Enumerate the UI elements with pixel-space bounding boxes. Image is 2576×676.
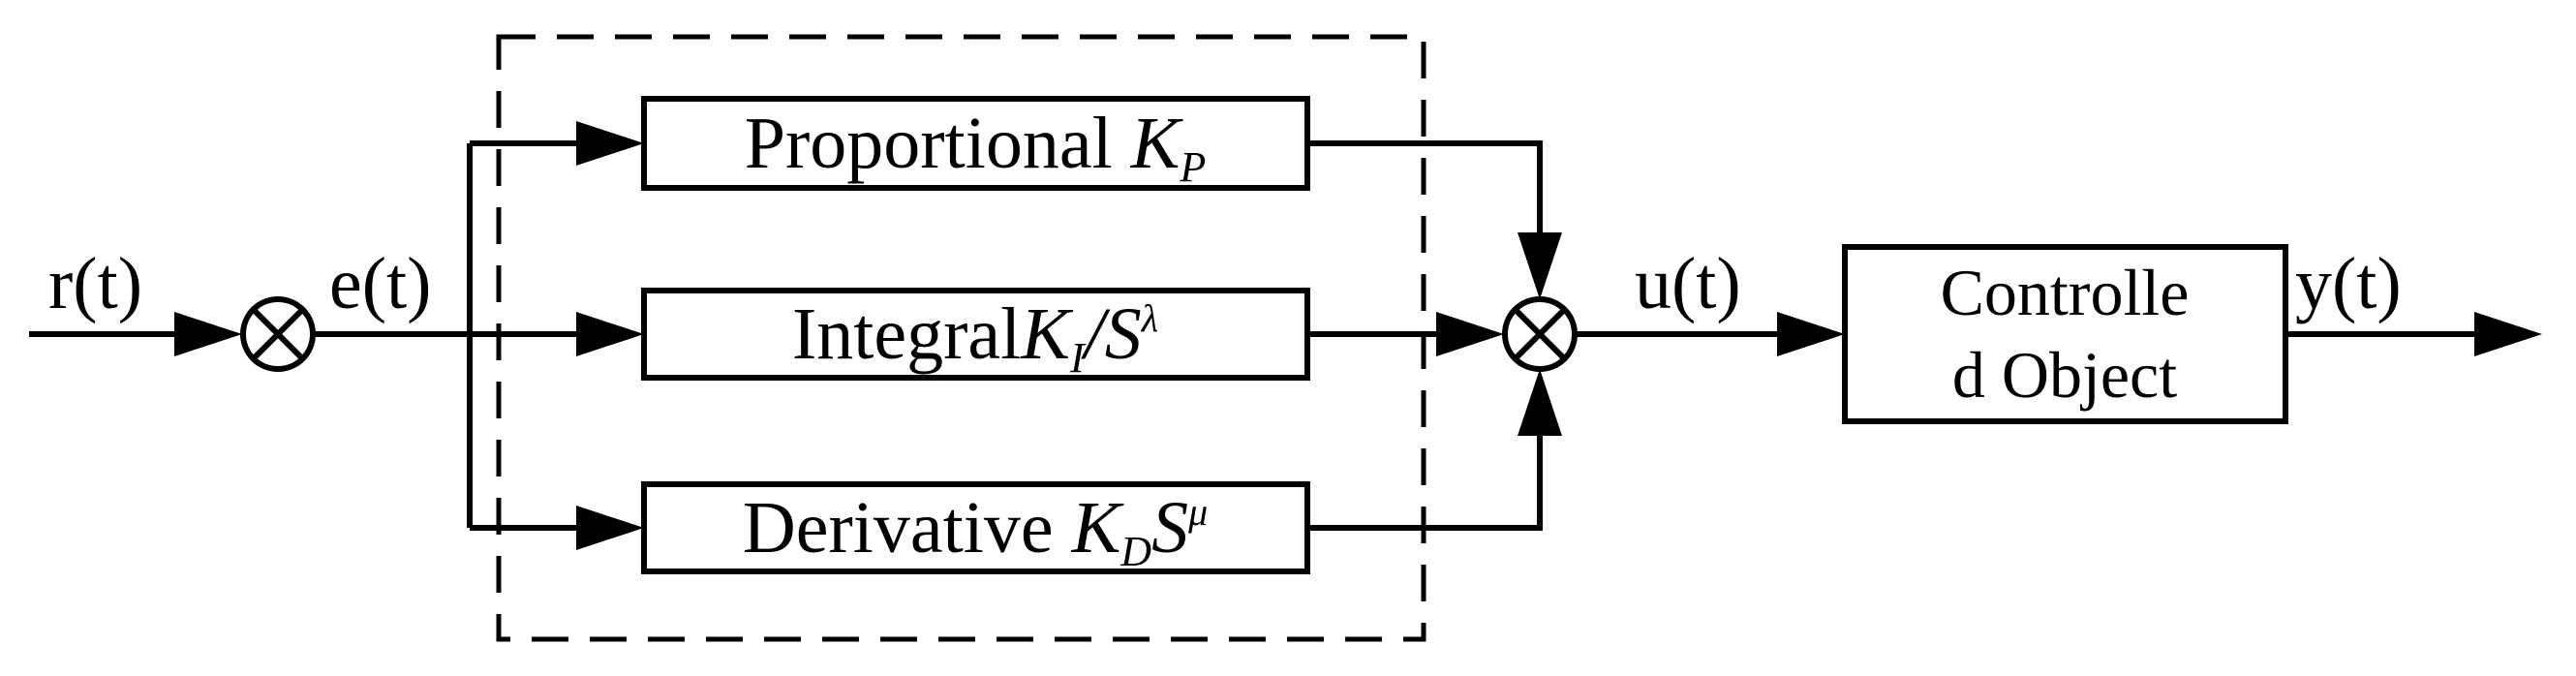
derivative-label: Derivative KDSμ	[743, 487, 1208, 575]
arrow-proportional-icon	[576, 121, 644, 166]
arrow-sum-left-icon	[1436, 312, 1504, 356]
summing-junction-control-icon	[1502, 296, 1578, 372]
integral-block	[641, 288, 1310, 381]
output-arrow-icon	[2474, 312, 2542, 356]
input-arrow-icon	[174, 312, 242, 356]
arrow-sum-bottom-icon	[1518, 369, 1562, 436]
proportional-block	[641, 96, 1310, 191]
controlled-object-block	[1842, 244, 2288, 424]
signal-label-y: y(t)	[2295, 243, 2402, 324]
controlled-object-line1: Controlle	[1941, 256, 2190, 329]
arrow-plant-icon	[1777, 312, 1845, 356]
proportional-label: Proportional KP	[745, 103, 1207, 191]
controller-boundary	[496, 34, 1426, 642]
arrow-derivative-icon	[576, 506, 644, 550]
derivative-output-wire	[1307, 426, 1543, 531]
signal-label-r: r(t)	[48, 243, 142, 324]
signal-label-e: e(t)	[329, 243, 431, 324]
integral-label: IntegralKI/Sλ	[792, 293, 1158, 382]
controlled-object-line2: d Object	[1952, 338, 2177, 412]
arrow-sum-top-icon	[1518, 232, 1562, 299]
summing-junction-error-icon	[240, 296, 316, 372]
proportional-output-wire	[1307, 140, 1543, 242]
arrow-integral-icon	[576, 312, 644, 356]
signal-label-u: u(t)	[1635, 243, 1741, 324]
derivative-block	[641, 481, 1310, 574]
